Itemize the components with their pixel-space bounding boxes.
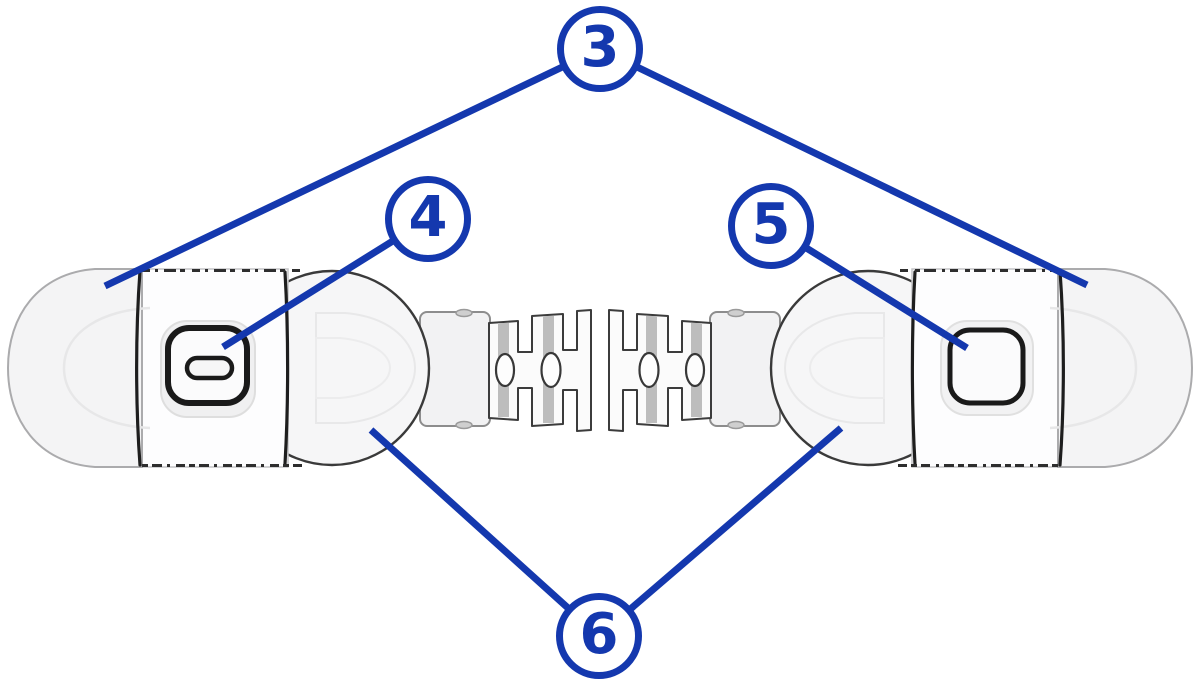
callout-number: 6 (579, 602, 619, 667)
leader-lines (103, 45, 1089, 639)
callout-5: 5 (728, 183, 814, 269)
module-shell-right (607, 267, 1194, 469)
tab-notch-top (455, 308, 473, 318)
callout-4: 4 (385, 176, 471, 262)
callout-number: 5 (751, 192, 791, 257)
leader-line-6-left (368, 427, 602, 639)
module-seam (283, 270, 290, 466)
right-module-button (940, 320, 1034, 416)
strap-clasp (488, 309, 592, 432)
callout-6: 6 (556, 593, 642, 679)
tab-notch-bottom (455, 420, 473, 430)
callout-3: 3 (557, 6, 643, 92)
pod-watermark-outer (315, 312, 417, 424)
module-end-cap (6, 268, 143, 468)
pod-watermark-inner (315, 337, 392, 399)
button-outline (947, 327, 1026, 406)
module-seam (135, 269, 142, 467)
clasp-slot-hole (540, 351, 562, 389)
cap-watermark (62, 306, 151, 430)
callout-number: 4 (408, 185, 448, 250)
leader-line-3-left (103, 45, 602, 290)
callout-number: 3 (580, 15, 620, 80)
strap-tab (419, 311, 491, 427)
leader-line-6-right (596, 425, 844, 639)
clasp-slot-hole (494, 352, 516, 388)
leader-line-3-right (598, 45, 1089, 289)
button-slot (184, 355, 235, 381)
